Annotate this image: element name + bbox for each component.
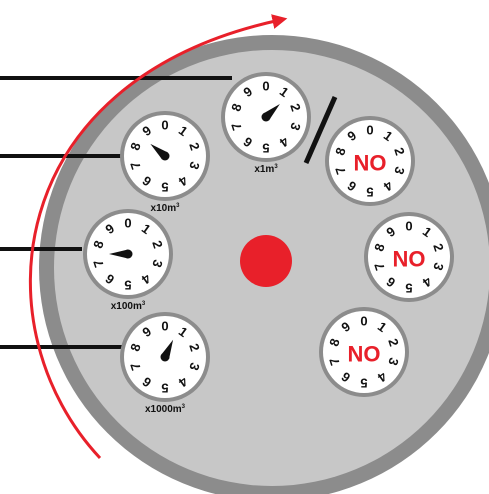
dial-hub (261, 112, 271, 122)
dial-digit: 3 (385, 356, 402, 368)
dial-digit: 5 (366, 185, 373, 200)
center-red-dot (240, 235, 292, 287)
dial-hand (109, 249, 128, 259)
dial-digit: 8 (326, 337, 343, 349)
dial-digit: 0 (366, 123, 373, 138)
dial-digit: 0 (124, 216, 131, 231)
dial-digit: 7 (90, 258, 107, 270)
dial-digit: 2 (391, 146, 408, 158)
dial-digit: 7 (332, 165, 349, 177)
dial-face (368, 216, 450, 298)
dial-digit: 2 (149, 239, 166, 251)
dial-digit: 5 (405, 281, 412, 296)
dial-digit: 3 (430, 261, 447, 273)
not-applicable-label: NO (354, 151, 387, 176)
dial-digit: 2 (287, 102, 304, 114)
dial-multiplier-label: x1000m3 (145, 404, 186, 415)
not-applicable-label: NO (393, 247, 426, 272)
dial-digit: 2 (385, 337, 402, 349)
dial-multiplier-label: x100m3 (111, 301, 146, 312)
dial-digit: 8 (332, 146, 349, 158)
dial-digit: 7 (127, 361, 144, 373)
dial-digit: 0 (405, 219, 412, 234)
dial-hub (123, 249, 133, 259)
dial-digit: 8 (228, 102, 245, 114)
dial-digit: 5 (360, 376, 367, 391)
dial-multiplier-superscript: 3 (176, 203, 180, 209)
dial-digit: 7 (228, 121, 245, 133)
dial-digit: 8 (127, 141, 144, 153)
dial-digit: 7 (371, 261, 388, 273)
dial-digit: 3 (391, 165, 408, 177)
dial-hub (160, 151, 170, 161)
dial-digit: 2 (186, 342, 203, 354)
dial-multiplier-superscript: 3 (142, 301, 146, 307)
dial-digit: 3 (186, 361, 203, 373)
dial-digit: 5 (124, 278, 131, 293)
dial-digit: 2 (186, 141, 203, 153)
dial-digit: 5 (161, 180, 168, 195)
dial-multiplier-label: x1m3 (254, 164, 278, 175)
dial-digit: 7 (127, 160, 144, 172)
not-applicable-label: NO (348, 342, 381, 367)
dial-digit: 0 (360, 314, 367, 329)
dial-digit: 7 (326, 356, 343, 368)
dial-digit: 2 (430, 242, 447, 254)
dial-face (323, 311, 405, 393)
dial-digit: 0 (161, 118, 168, 133)
dial-digit: 5 (262, 141, 269, 156)
dial-digit: 5 (161, 381, 168, 396)
dial-digit: 8 (371, 242, 388, 254)
dial-digit: 0 (161, 319, 168, 334)
dial-hub (160, 352, 170, 362)
reading-direction-arrow (28, 14, 288, 460)
dial-digit: 3 (149, 258, 166, 270)
divider-line (303, 95, 338, 165)
dial-digit: 8 (90, 239, 107, 251)
dial-digit: 8 (127, 342, 144, 354)
dial-multiplier-superscript: 3 (274, 164, 278, 170)
dial-multiplier-label: x10m3 (151, 203, 181, 214)
dial-digit: 3 (287, 121, 304, 133)
dial-multiplier-superscript: 3 (182, 404, 186, 410)
dial-digit: 3 (186, 160, 203, 172)
dial-digit: 0 (262, 79, 269, 94)
dial-face (329, 120, 411, 202)
